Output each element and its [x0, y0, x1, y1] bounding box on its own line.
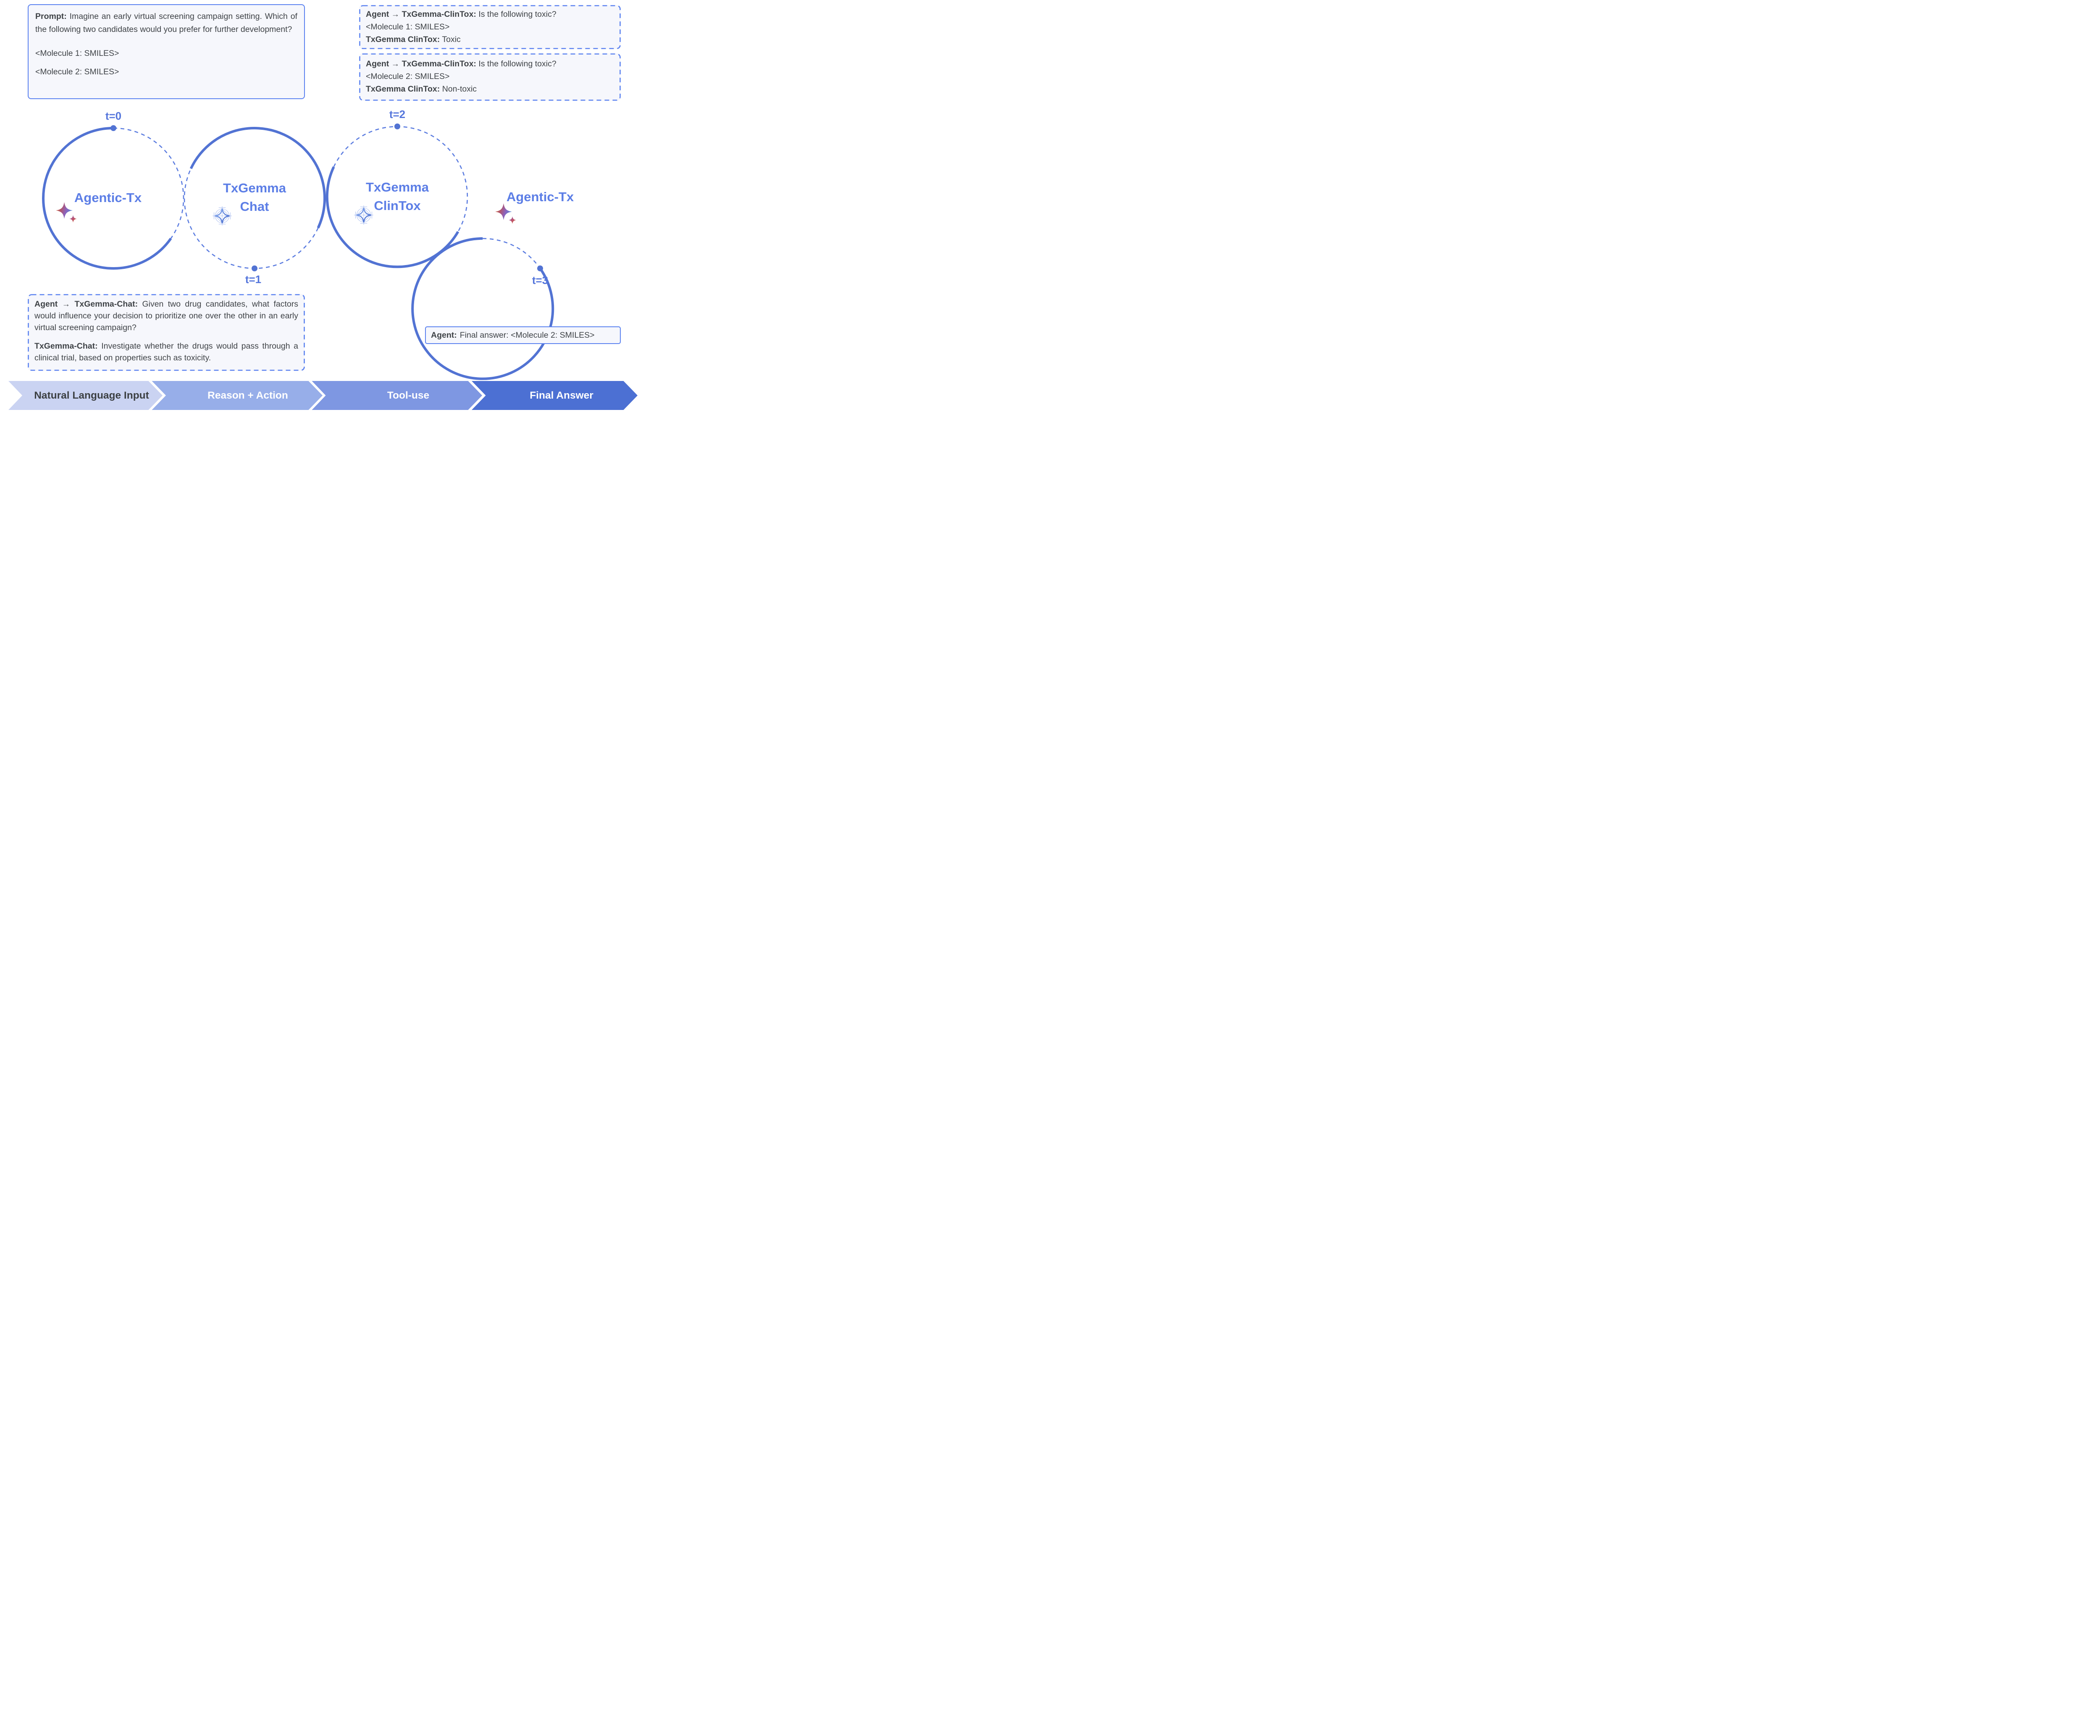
chat-speaker: Agent → TxGemma-Chat: — [34, 299, 138, 309]
ring-title-txgemma-clintox: TxGemma ClinTox — [366, 180, 429, 213]
time-label-t1: t=1 — [245, 273, 262, 286]
ring-4-dashed-arc — [483, 238, 541, 269]
prompt-label: Prompt: — [35, 12, 67, 21]
time-node-dot-t3 — [537, 265, 543, 271]
molecule-1-placeholder: <Molecule 1: SMILES> — [35, 49, 119, 58]
final-answer-speaker: Agent: — [431, 331, 457, 340]
time-label-t3: t=3 — [532, 274, 549, 286]
time-node-dot-t0 — [110, 125, 116, 131]
txgemma-blueprint-icon — [354, 205, 373, 225]
tool-call-1-responder: TxGemma ClinTox: — [366, 35, 440, 44]
tool-call-box-2: Agent → TxGemma-ClinTox: Is the followin… — [359, 53, 621, 101]
gemini-sparkle-icon — [495, 203, 516, 224]
time-node-dot-t1 — [252, 265, 257, 271]
tool-call-2-speaker: Agent → TxGemma-ClinTox: — [366, 59, 476, 68]
txgemma-blueprint-icon — [213, 206, 232, 226]
ring-1-dashed-arc — [113, 127, 184, 239]
molecule-2-placeholder: <Molecule 2: SMILES> — [35, 67, 119, 76]
stage-label-reason-action: Reason + Action — [207, 390, 288, 401]
chat-responder: TxGemma-Chat: — [34, 341, 98, 351]
tool-call-2-responder: TxGemma ClinTox: — [366, 84, 440, 94]
final-answer-text: Final answer: <Molecule 2: SMILES> — [459, 331, 595, 340]
prompt-box: Prompt: Imagine an early virtual screeni… — [28, 4, 305, 99]
final-answer-box: Agent:Final answer: <Molecule 2: SMILES> — [425, 326, 621, 344]
stages-bar — [8, 381, 638, 410]
stage-label-final-answer: Final Answer — [530, 390, 593, 401]
ring-title-agentic-tx-start: Agentic-Tx — [74, 190, 142, 205]
agentic-tx-diagram: Prompt: Imagine an early virtual screeni… — [0, 0, 649, 415]
stage-arrow-natural-language-input — [8, 381, 163, 410]
tool-call-box-1: Agent → TxGemma-ClinTox: Is the followin… — [359, 5, 621, 49]
stage-label-tool-use: Tool-use — [387, 390, 430, 401]
stage-label-natural-language-input: Natural Language Input — [34, 390, 149, 401]
time-label-t2: t=2 — [389, 108, 406, 121]
tool-call-1-speaker: Agent → TxGemma-ClinTox: — [366, 10, 476, 19]
chat-box: Agent → TxGemma-Chat: Given two drug can… — [28, 294, 305, 371]
tool-call-1-molecule: <Molecule 1: SMILES> — [366, 22, 450, 32]
tool-call-2-answer: Non-toxic — [442, 84, 477, 94]
time-label-t0: t=0 — [105, 110, 122, 122]
tool-call-1-answer: Toxic — [442, 35, 461, 44]
tool-call-2-molecule: <Molecule 2: SMILES> — [366, 72, 450, 81]
gemini-sparkle-icon — [56, 202, 77, 223]
ring-4-solid-arc — [411, 237, 554, 380]
time-node-dot-t2 — [394, 123, 400, 129]
stage-arrow-final-answer — [472, 381, 638, 410]
stage-arrow-reason-action — [152, 381, 323, 410]
prompt-text: Prompt: Imagine an early virtual screeni… — [35, 12, 297, 34]
ring-title-txgemma-chat: TxGemma Chat — [223, 181, 286, 214]
ring-title-agentic-tx-end: Agentic-Tx — [506, 189, 574, 204]
stage-arrow-tool-use — [312, 381, 482, 410]
